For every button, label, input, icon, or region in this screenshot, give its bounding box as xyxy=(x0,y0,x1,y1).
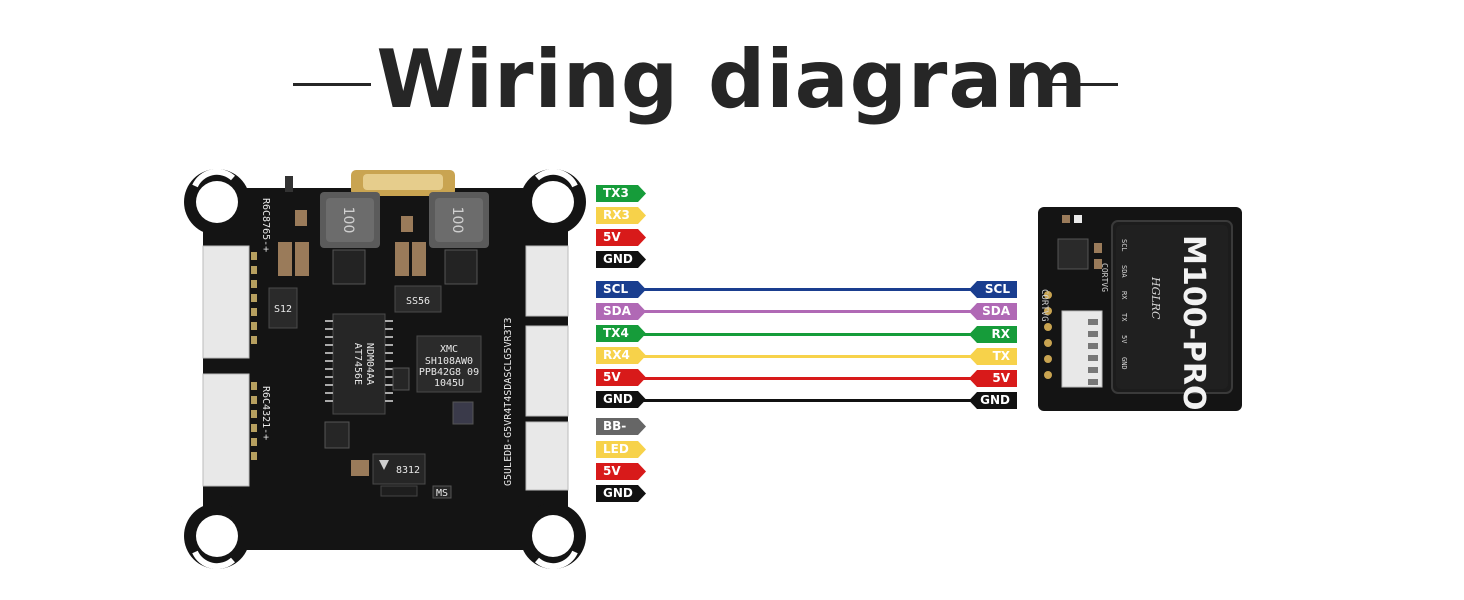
fc-tag-5v-12: 5V xyxy=(596,463,646,480)
fc-tag-tx4-6: TX4 xyxy=(596,325,646,342)
silk-left-bottom: R6C4321-+ xyxy=(260,386,271,440)
silk-right: G5ULEDB-G5VR4T4SDASCLG5VR3T3 xyxy=(503,317,514,486)
flash-chip-brand: XMC xyxy=(440,344,458,355)
connector-left-bottom xyxy=(202,373,250,487)
regulator-chip xyxy=(372,453,426,485)
gps-side-pads xyxy=(1044,291,1052,379)
fc-tag-5v-8: 5V xyxy=(596,369,646,386)
fc-tag-gnd-13: GND xyxy=(596,485,646,502)
gps-tag-tx-3: TX xyxy=(969,348,1017,365)
gps-rot-label: CORTVG xyxy=(1100,263,1109,292)
gps-shield-pins: SCL SDA RX TX 5V GND xyxy=(1120,239,1128,370)
connector-right-2 xyxy=(525,325,569,417)
gps-brand: HGLRC xyxy=(1149,276,1162,320)
fc-tag-scl-4: SCL xyxy=(596,281,646,298)
page-title: Wiring diagram xyxy=(376,33,1088,126)
wire-4 xyxy=(642,377,973,380)
osd-chip xyxy=(332,313,386,415)
svg-text:5V: 5V xyxy=(1120,335,1128,344)
gps-chip xyxy=(1057,238,1089,270)
mount-hole-br xyxy=(520,503,586,570)
flight-controller-board: 100 100 SS56 S12 AT7456E NDM04AA XMC SH1… xyxy=(184,168,586,570)
small-chip-mark: S12 xyxy=(274,304,292,315)
fc-tag-gnd-3: GND xyxy=(596,251,646,268)
gps-tag-sda-1: SDA xyxy=(969,303,1017,320)
connector-right-1 xyxy=(525,245,569,317)
regulator-mark: 8312 xyxy=(396,465,420,476)
mount-hole-tr xyxy=(520,168,586,235)
wire-2 xyxy=(642,333,973,336)
svg-text:SCL: SCL xyxy=(1120,239,1128,252)
ldo-mark: MS xyxy=(436,488,448,499)
gps-module: M100-PRO HGLRC SCL SDA RX TX 5V GND CORT… xyxy=(1038,207,1242,411)
gps-model: M100-PRO xyxy=(1176,235,1211,411)
flash-chip-line-3: PPB42G8 09 xyxy=(419,367,479,378)
inductor-2-mark: 100 xyxy=(449,207,465,234)
fc-tag-rx3-1: RX3 xyxy=(596,207,646,224)
gps-side-label: CORTVG xyxy=(1039,289,1049,322)
mount-hole-tl xyxy=(184,168,250,235)
connector-right-3 xyxy=(525,421,569,491)
diode-ss56 xyxy=(394,285,442,313)
inductor-1-mark: 100 xyxy=(340,207,356,234)
fc-tag-5v-2: 5V xyxy=(596,229,646,246)
diode-mark: SS56 xyxy=(406,296,430,307)
osd-chip-mark: AT7456E xyxy=(352,343,363,385)
gps-tag-5v-4: 5V xyxy=(969,370,1017,387)
title-block: Wiring diagram xyxy=(0,30,1464,130)
gps-tag-gnd-5: GND xyxy=(969,392,1017,409)
flash-chip-line-4: 1045U xyxy=(434,378,464,389)
mount-hole-bl xyxy=(184,503,250,570)
title-rule-left xyxy=(293,83,371,86)
wire-3 xyxy=(642,355,973,358)
flash-chip-line-2: SH108AW0 xyxy=(425,356,473,367)
fc-tag-rx4-7: RX4 xyxy=(596,347,646,364)
flash-chip xyxy=(416,335,482,393)
gps-tag-rx-2: RX xyxy=(969,326,1017,343)
connector-left-top xyxy=(202,245,250,359)
svg-text:TX: TX xyxy=(1120,313,1128,322)
fc-tag-tx3-0: TX3 xyxy=(596,185,646,202)
silk-left-top: R6C8765-+ xyxy=(260,198,271,252)
fc-tag-led-11: LED xyxy=(596,441,646,458)
fc-tag-gnd-9: GND xyxy=(596,391,646,408)
fc-tag-sda-5: SDA xyxy=(596,303,646,320)
wire-5 xyxy=(642,399,973,402)
title-rule-right xyxy=(1040,83,1118,86)
fc-tag-bb-10: BB- xyxy=(596,418,646,435)
gps-tag-scl-0: SCL xyxy=(969,281,1017,298)
osd-chip-mark-2: NDM04AA xyxy=(364,343,375,385)
wire-1 xyxy=(642,310,973,313)
svg-text:RX: RX xyxy=(1120,291,1128,300)
svg-text:GND: GND xyxy=(1120,357,1128,370)
wire-0 xyxy=(642,288,973,291)
svg-text:SDA: SDA xyxy=(1120,265,1128,278)
